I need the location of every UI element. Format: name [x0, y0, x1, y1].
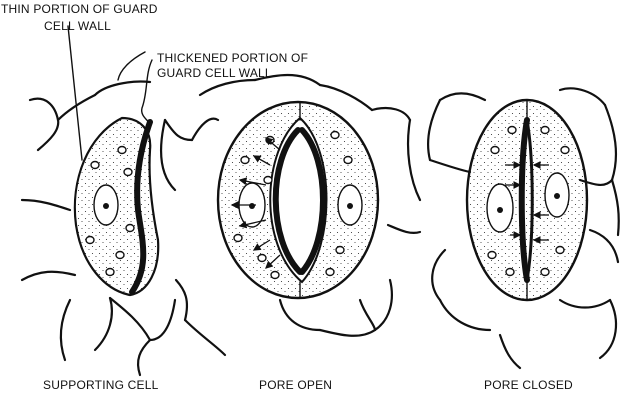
label-thickened-portion-line1: THICKENED PORTION OF	[157, 51, 308, 65]
label-thin-portion-line2: CELL WALL	[44, 19, 111, 33]
label-pore-open: PORE OPEN	[259, 378, 332, 392]
stomata-pore-closed	[467, 100, 587, 300]
stomata-pore-open	[218, 102, 378, 298]
guard-cell-left	[68, 26, 158, 295]
label-pore-closed: PORE CLOSED	[484, 378, 573, 392]
label-supporting-cell: SUPPORTING CELL	[43, 378, 158, 392]
label-thickened-portion-line2: GUARD CELL WALL	[157, 66, 272, 80]
label-thin-portion-line1: THIN PORTION OF GUARD	[1, 2, 158, 16]
